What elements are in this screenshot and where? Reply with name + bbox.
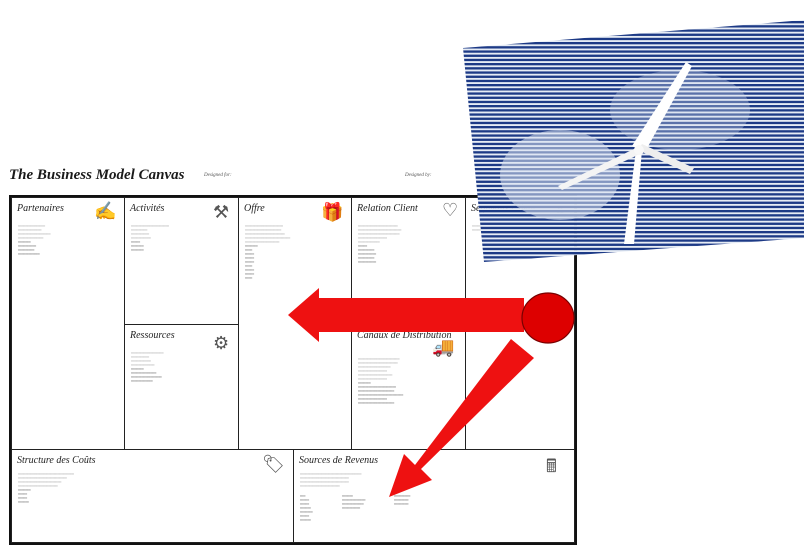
factory-worker-icon: ⚙: [213, 333, 230, 353]
partners-placeholder-text: ━━━━━━━━━━━━━━━━━━━━━━━━━━━━━━━━━━━━━━━━…: [18, 224, 51, 256]
block-title-partners: Partenaires: [17, 203, 64, 214]
offer-placeholder-text: ━━━━━━━━━━━━━━━━━━━━━━━━━━━━━━━━━━━━━━━━…: [245, 224, 291, 280]
gift-icon: 🎁: [321, 202, 344, 222]
block-resources: Ressources ⚙ ━━━━━━━━━━━━━━━━━━━━━━━━━━━…: [124, 324, 239, 450]
costs-placeholder-text: ━━━━━━━━━━━━━━━━━━━━━━━━━━━━━━━━━━━━━━━━…: [18, 472, 74, 504]
heart-icon: ♡: [442, 200, 459, 220]
block-title-channels: Canaux de Distribution: [357, 330, 452, 341]
price-tag-icon: 🏷: [262, 454, 285, 474]
block-title-costs: Structure des Coûts: [17, 455, 96, 466]
canvas-title: The Business Model Canvas: [9, 167, 185, 183]
revenues-list-3: ━━━━━━━━━━━━━━━━━━━━━━━━━: [394, 494, 411, 506]
worker-icon: ⚒: [213, 202, 230, 222]
block-offer: Offre 🎁 ━━━━━━━━━━━━━━━━━━━━━━━━━━━━━━━━…: [238, 197, 352, 450]
relation-placeholder-text: ━━━━━━━━━━━━━━━━━━━━━━━━━━━━━━━━━━━━━━━━…: [358, 224, 402, 264]
left-arrow: [288, 288, 524, 342]
designed-by-label: Designed by:: [405, 173, 432, 178]
block-title-relation: Relation Client: [357, 203, 418, 214]
block-costs: Structure des Coûts 🏷 ━━━━━━━━━━━━━━━━━━…: [11, 449, 294, 543]
revenues-list-1: ━━━━━━━━━━━━━━━━━━━━━━━━━━━━━━━━━━━━━: [300, 494, 313, 522]
block-title-resources: Ressources: [130, 330, 175, 341]
designed-for-label: Designed for:: [204, 173, 232, 178]
block-title-activities: Activités: [130, 203, 165, 214]
channels-placeholder-text: ━━━━━━━━━━━━━━━━━━━━━━━━━━━━━━━━━━━━━━━━…: [358, 357, 404, 405]
cash-register-icon: 🖩: [546, 456, 557, 476]
down-left-arrow: [389, 339, 534, 497]
activities-placeholder-text: ━━━━━━━━━━━━━━━━━━━━━━━━━━━━━━━━━━━━━━━━…: [131, 224, 169, 252]
block-title-revenues: Sources de Revenus: [299, 455, 379, 466]
delivery-truck-icon: 🚚: [432, 337, 455, 357]
resources-placeholder-text: ━━━━━━━━━━━━━━━━━━━━━━━━━━━━━━━━━━━━━━━━…: [131, 351, 164, 383]
revenues-list-2: ━━━━━━━━━━━━━━━━━━━━━━━━━━━━━━━━━━━━━━━━…: [342, 494, 366, 510]
revenues-placeholder-text: ━━━━━━━━━━━━━━━━━━━━━━━━━━━━━━━━━━━━━━━━…: [300, 472, 362, 488]
block-activities: Activités ⚒ ━━━━━━━━━━━━━━━━━━━━━━━━━━━━…: [124, 197, 239, 325]
handshake-icon: ✍: [94, 201, 117, 221]
red-circle-marker: [521, 292, 575, 344]
block-title-offer: Offre: [244, 203, 265, 214]
